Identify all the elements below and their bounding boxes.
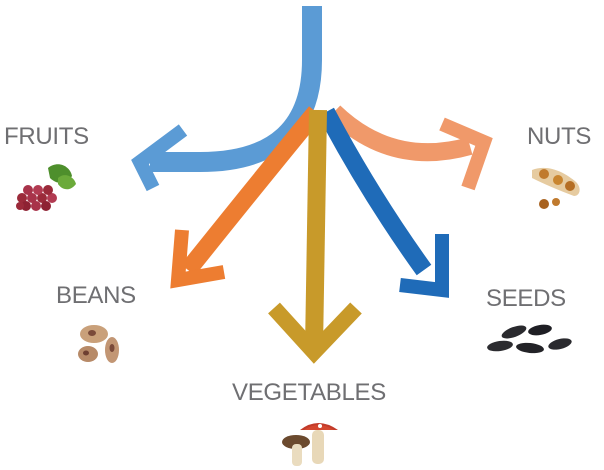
vegetables-label: VEGETABLES	[232, 379, 386, 406]
grapes-icon	[16, 164, 76, 211]
mushroom-icon	[282, 423, 338, 466]
beans-arrow	[178, 112, 316, 280]
nuts-label: NUTS	[527, 123, 591, 150]
beans-icon	[78, 325, 119, 363]
seeds-icon	[486, 323, 572, 355]
nut-pod-icon	[532, 168, 580, 209]
seeds-label: SEEDS	[486, 285, 566, 312]
fruits-label: FRUITS	[4, 123, 89, 150]
beans-label: BEANS	[56, 282, 136, 309]
